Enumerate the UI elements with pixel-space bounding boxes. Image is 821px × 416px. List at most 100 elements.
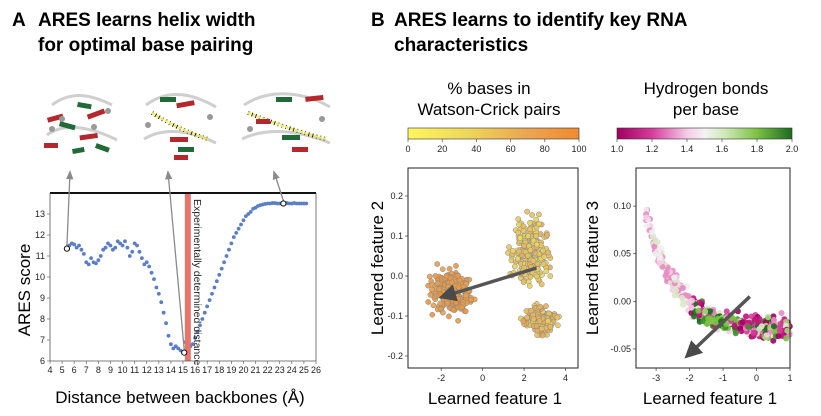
feature3-point bbox=[705, 316, 711, 322]
feature3-point bbox=[649, 229, 655, 235]
feature2-point bbox=[438, 291, 443, 296]
colorbar-2-tick-label: 1.8 bbox=[751, 144, 764, 154]
ares-x-tick-label: 9 bbox=[108, 365, 113, 375]
ares-point bbox=[99, 254, 103, 258]
ares-point bbox=[234, 231, 238, 235]
ares-point bbox=[242, 218, 246, 222]
ares-point bbox=[157, 292, 161, 296]
ares-x-tick-label: 24 bbox=[287, 365, 297, 375]
ares-point bbox=[72, 243, 76, 247]
colorbar-1-title-line1: % bases in bbox=[447, 79, 530, 98]
feature3-points bbox=[643, 207, 793, 344]
ares-point bbox=[159, 300, 163, 304]
feature2-point bbox=[534, 274, 539, 279]
feature2-point bbox=[521, 319, 526, 324]
feature3-point bbox=[644, 223, 650, 229]
ares-y-tick-label: 10 bbox=[35, 272, 45, 282]
feature2-point bbox=[530, 212, 535, 217]
rna-structure-wide bbox=[242, 94, 330, 152]
feature3-point bbox=[743, 313, 749, 319]
colorbar-2-tick-label: 2.0 bbox=[786, 144, 799, 154]
feature2-point bbox=[534, 242, 539, 247]
plot-b1-x-tick-label: 0 bbox=[480, 373, 485, 383]
ares-point bbox=[205, 305, 209, 309]
ares-point bbox=[304, 202, 308, 206]
feature2-point bbox=[527, 220, 532, 225]
panel-b-title-line2: characteristics bbox=[394, 35, 528, 56]
feature2-point bbox=[545, 319, 550, 324]
feature2-point bbox=[426, 299, 431, 304]
feature2-point bbox=[534, 324, 539, 329]
ares-point bbox=[222, 260, 226, 264]
feature3-point bbox=[657, 253, 663, 259]
feature2-point bbox=[451, 287, 456, 292]
feature3-point bbox=[702, 309, 708, 315]
colorbar-2-tick-label: 1.0 bbox=[611, 144, 624, 154]
ares-point bbox=[77, 244, 81, 248]
feature3-point bbox=[673, 287, 679, 293]
ares-x-tick-label: 12 bbox=[142, 365, 152, 375]
panel-a-title-line2: for optimal base pairing bbox=[38, 35, 253, 56]
ares-point bbox=[232, 235, 236, 239]
ares-point bbox=[96, 258, 100, 262]
feature2-point bbox=[537, 319, 542, 324]
ares-point bbox=[94, 261, 98, 265]
feature2-point bbox=[431, 303, 436, 308]
feature2-point bbox=[451, 307, 456, 312]
feature1-vs-feature2-plot: -2024-0.2-0.10.00.10.2 bbox=[387, 168, 578, 383]
plot-b1-y-tick-label: 0.0 bbox=[390, 271, 403, 281]
feature2-point bbox=[428, 292, 433, 297]
feature3-axis-ticks: -3-2-101-0.050.000.050.10 bbox=[610, 168, 792, 383]
feature2-point bbox=[528, 274, 533, 279]
plot-b2-x-tick-label: 0 bbox=[754, 373, 759, 383]
feature2-point bbox=[536, 212, 541, 217]
ares-x-tick-label: 25 bbox=[299, 365, 309, 375]
ares-point bbox=[87, 263, 91, 267]
colorbar-1 bbox=[408, 128, 579, 139]
structure-connector-arrow bbox=[274, 172, 283, 201]
feature2-point bbox=[440, 267, 445, 272]
plot-b1-x-tick-label: 4 bbox=[563, 373, 568, 383]
ares-point bbox=[169, 342, 173, 346]
feature3-point bbox=[680, 285, 686, 291]
plot-b2-y-tick-label: 0.05 bbox=[613, 249, 631, 259]
feature2-point bbox=[543, 304, 548, 309]
ares-x-tick-label: 7 bbox=[84, 365, 89, 375]
plot-b1-y-tick-label: -0.1 bbox=[387, 311, 403, 321]
feature3-point bbox=[750, 330, 756, 336]
feature2-point bbox=[542, 254, 547, 259]
plot-b2-y-tick-label: 0.10 bbox=[613, 201, 631, 211]
feature3-point bbox=[643, 215, 649, 221]
feature2-point bbox=[528, 248, 533, 253]
highlighted-point bbox=[281, 201, 286, 206]
plot-b2-y-tick-label: 0.00 bbox=[613, 296, 631, 306]
feature3-point bbox=[656, 260, 662, 266]
feature2-point bbox=[440, 310, 445, 315]
feature2-point bbox=[541, 262, 546, 267]
ares-point bbox=[229, 242, 233, 246]
panel-b-title-line1: ARES learns to identify key RNA bbox=[394, 10, 688, 31]
feature2-point bbox=[524, 308, 529, 313]
ares-point bbox=[109, 244, 113, 248]
plot-b2-y-tick-label: -0.05 bbox=[610, 344, 631, 354]
ares-score-plot: 4567891011121314151617181920212223242526… bbox=[35, 172, 321, 375]
panel-a-letter: A bbox=[12, 10, 26, 31]
feature3-point bbox=[671, 275, 677, 281]
structure-connector-arrow bbox=[67, 172, 70, 246]
rna-structure-narrow bbox=[44, 96, 117, 154]
feature2-point bbox=[459, 305, 464, 310]
rna-structure-native bbox=[144, 94, 216, 160]
experimental-distance-label: Experimentally determined distance bbox=[191, 199, 203, 365]
colorbar-1-tick-label: 60 bbox=[506, 144, 516, 154]
colorbar-1-tick-label: 40 bbox=[471, 144, 481, 154]
feature2-point bbox=[506, 245, 511, 250]
plot-b1-y-axis-label: Learned feature 2 bbox=[368, 201, 387, 335]
feature2-point bbox=[526, 233, 531, 238]
feature2-point bbox=[538, 304, 543, 309]
feature2-point bbox=[539, 326, 544, 331]
plot-b1-x-tick-label: -2 bbox=[437, 373, 445, 383]
ares-x-tick-label: 14 bbox=[166, 365, 176, 375]
ares-x-tick-label: 21 bbox=[251, 365, 261, 375]
ares-point bbox=[239, 223, 243, 227]
ares-x-tick-label: 4 bbox=[47, 365, 52, 375]
